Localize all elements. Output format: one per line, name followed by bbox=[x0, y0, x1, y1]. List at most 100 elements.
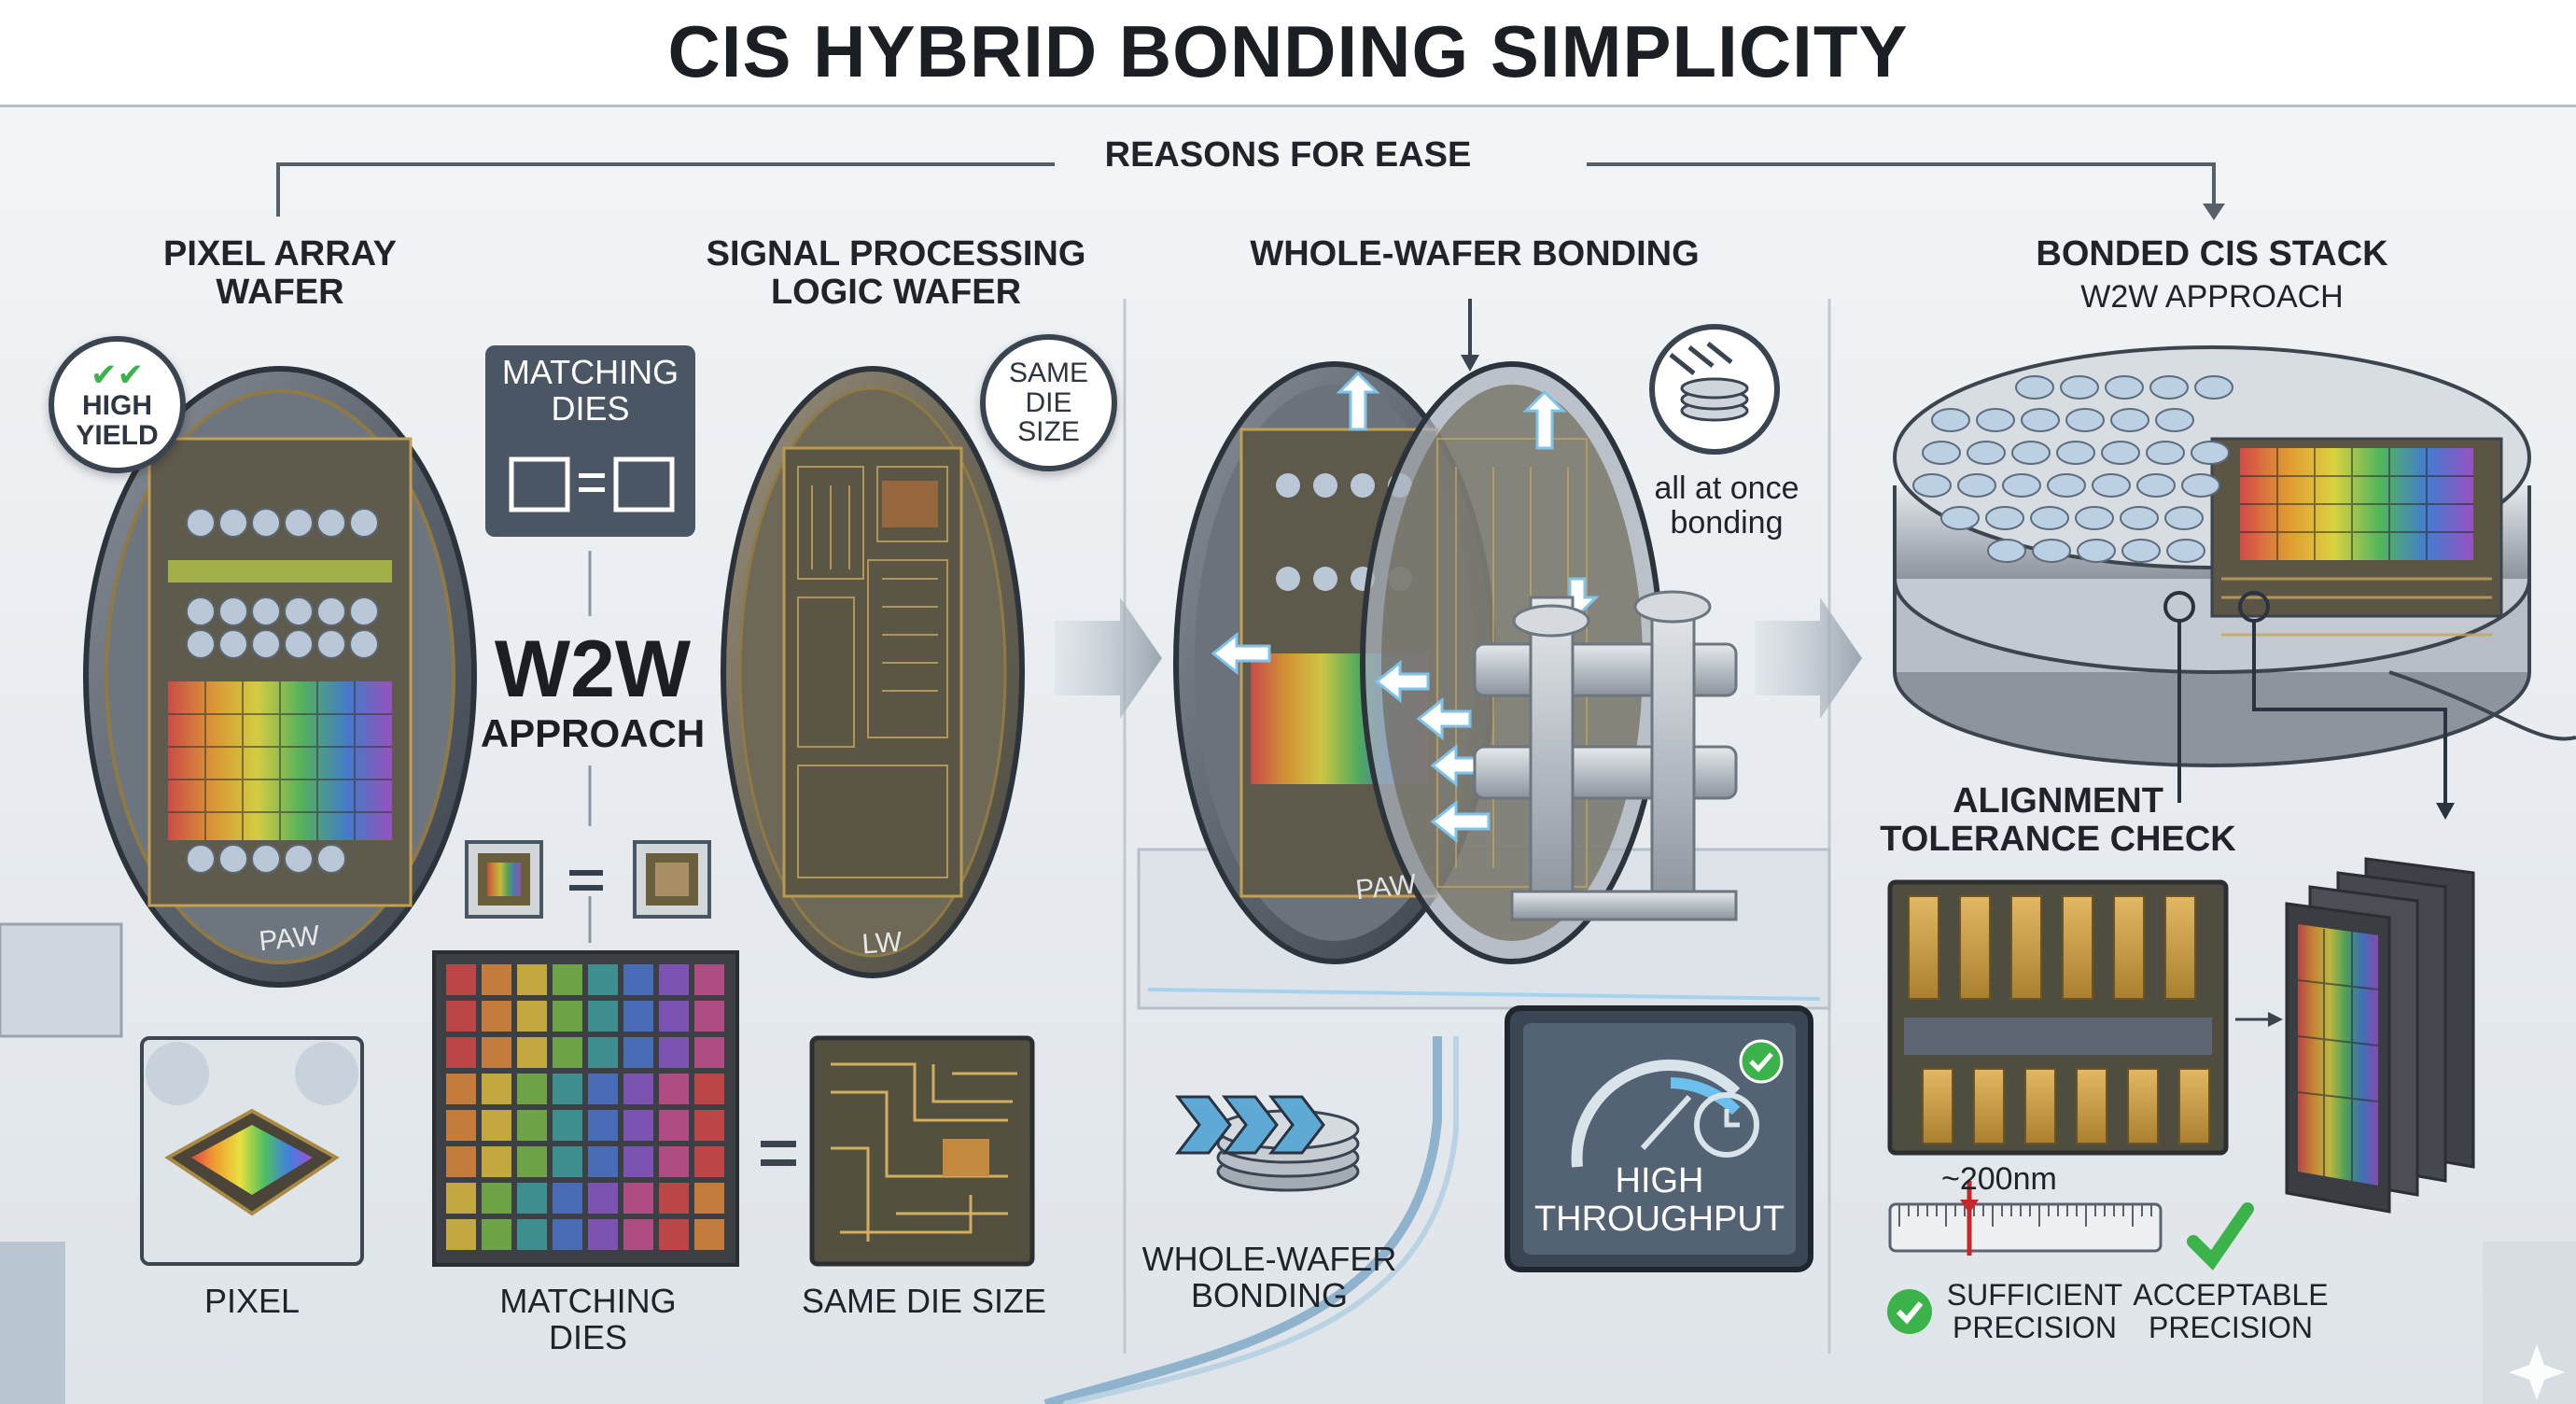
high-line2: THROUGHPUT bbox=[1533, 1200, 1785, 1240]
same-die-line3: SIZE bbox=[1017, 416, 1080, 448]
microlens bbox=[2105, 375, 2144, 400]
microlens bbox=[1967, 441, 2006, 465]
sparkle-icon bbox=[2509, 1344, 2565, 1400]
sufficient-line1: SUFFICIENT bbox=[1946, 1278, 2123, 1312]
die-cell bbox=[553, 1146, 582, 1177]
microlens bbox=[2002, 473, 2041, 498]
matching-dies-line1: MATCHING bbox=[499, 1282, 677, 1320]
die-cell bbox=[694, 1219, 724, 1250]
reasons-bracket bbox=[276, 162, 2216, 217]
die-cell bbox=[659, 1219, 689, 1250]
bond-pad bbox=[2076, 1068, 2107, 1144]
die-cell bbox=[517, 964, 547, 995]
microlens bbox=[2191, 441, 2230, 465]
microlens bbox=[2181, 473, 2220, 498]
bond-pad bbox=[1922, 1068, 1953, 1144]
signal-line2: LOGIC WAFER bbox=[770, 273, 1022, 313]
die-cell bbox=[517, 1001, 547, 1032]
bond-pad bbox=[2127, 1068, 2159, 1144]
small-die-pair bbox=[465, 840, 711, 919]
bond-pad bbox=[2024, 1068, 2056, 1144]
microlens bbox=[1985, 506, 2024, 530]
microlens bbox=[2194, 375, 2233, 400]
die-cell bbox=[482, 1146, 511, 1177]
die-cell bbox=[623, 1183, 653, 1214]
die-cell bbox=[623, 1219, 653, 1250]
microlens bbox=[2021, 408, 2060, 432]
die-cell bbox=[446, 964, 476, 995]
die-cell bbox=[446, 1074, 476, 1104]
lw-label: LW bbox=[861, 926, 903, 961]
die-cell bbox=[588, 1146, 618, 1177]
high-yield-line1: HIGH bbox=[82, 390, 152, 421]
die-cell bbox=[659, 1183, 689, 1214]
logic-wafer bbox=[721, 366, 1025, 978]
die-cell bbox=[517, 1183, 547, 1214]
tolerance-ruler bbox=[1888, 1181, 2163, 1256]
die-cell bbox=[588, 1037, 618, 1068]
high-line1: HIGH bbox=[1615, 1161, 1704, 1200]
die-cell bbox=[553, 1074, 582, 1104]
w2w-label: W2W bbox=[494, 625, 692, 714]
pixel-chip-illustration bbox=[140, 1036, 364, 1266]
die-cell bbox=[482, 964, 511, 995]
microlens bbox=[1922, 441, 1961, 465]
die-cell bbox=[482, 1074, 511, 1104]
matching-dies-box-label: MATCHING DIES bbox=[485, 354, 695, 428]
die-cell bbox=[553, 1110, 582, 1141]
die-cell bbox=[517, 1219, 547, 1250]
microlens bbox=[2032, 539, 2071, 563]
die-cell bbox=[623, 1001, 653, 1032]
die-cell bbox=[659, 1110, 689, 1141]
die-cell bbox=[588, 1183, 618, 1214]
microlens bbox=[1931, 408, 1970, 432]
die-cell bbox=[694, 1146, 724, 1177]
bond-pad bbox=[2178, 1068, 2210, 1144]
matching-dies-label: MATCHING DIES bbox=[443, 1282, 733, 1356]
die-cell bbox=[446, 1110, 476, 1141]
alignment-closeup bbox=[1887, 879, 2229, 1156]
die-cell bbox=[694, 964, 724, 995]
die-cell bbox=[694, 1001, 724, 1032]
die-cell bbox=[517, 1146, 547, 1177]
signal-processing-label: SIGNAL PROCESSING LOGIC WAFER bbox=[672, 234, 1120, 313]
pixel-array-line1: PIXEL ARRAY bbox=[163, 234, 397, 274]
all-at-once-line2: bonding bbox=[1670, 504, 1784, 541]
microlens bbox=[2030, 506, 2069, 530]
bond-pad bbox=[2113, 895, 2145, 1000]
bonded-cis-stack bbox=[1893, 345, 2576, 820]
same-die-size-label: SAME DIE SIZE bbox=[801, 1282, 1047, 1320]
high-yield-badge: ✔✔ HIGH YIELD bbox=[49, 336, 186, 473]
same-die-line1: SAME bbox=[1008, 358, 1089, 389]
die-cell bbox=[482, 1001, 511, 1032]
die-cell bbox=[446, 1146, 476, 1177]
floor-plate-left2 bbox=[0, 1242, 65, 1404]
microlens bbox=[2077, 539, 2116, 563]
high-throughput-panel bbox=[1505, 1005, 1813, 1272]
die-cell bbox=[553, 1037, 582, 1068]
bonded-die-stack bbox=[2235, 857, 2475, 1214]
sufficient-precision-label: SUFFICIENT PRECISION bbox=[1941, 1279, 2128, 1343]
pipe-2 bbox=[1063, 1036, 1459, 1404]
microlens bbox=[2164, 506, 2204, 530]
alignment-tolerance-label: ALIGNMENT TOLERANCE CHECK bbox=[1848, 781, 2268, 859]
bond-pad bbox=[2062, 895, 2093, 1000]
die-cell bbox=[623, 964, 653, 995]
bond-pad bbox=[1959, 895, 1991, 1000]
die-cell bbox=[553, 964, 582, 995]
whole-wafer-bonding-title: WHOLE-WAFER BONDING bbox=[1250, 234, 1700, 274]
arrow-to-bonding bbox=[1055, 597, 1162, 719]
microlens bbox=[2065, 408, 2105, 432]
high-yield-line2: YIELD bbox=[76, 419, 159, 451]
die-cell bbox=[659, 1001, 689, 1032]
die-cell bbox=[517, 1074, 547, 1104]
die-cell bbox=[694, 1110, 724, 1141]
sufficient-line2: PRECISION bbox=[1952, 1310, 2118, 1344]
microlens bbox=[2121, 539, 2161, 563]
wafer-stack-icon bbox=[1174, 1095, 1360, 1192]
microlens bbox=[2155, 408, 2194, 432]
pixel-array-line2: WAFER bbox=[216, 273, 344, 313]
acceptable-line2: PRECISION bbox=[2148, 1310, 2314, 1344]
matching-dies-box-line2: DIES bbox=[551, 388, 630, 428]
